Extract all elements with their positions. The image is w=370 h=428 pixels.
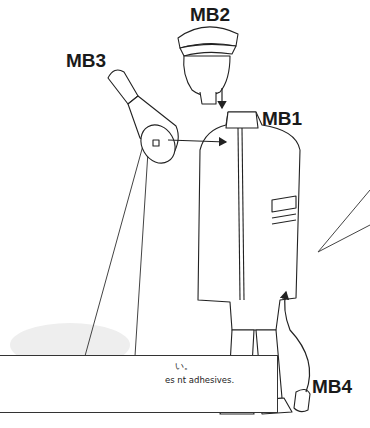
- note-text: い。: [175, 360, 193, 373]
- cuff-stripe: [272, 214, 296, 218]
- assembly-arrow: [285, 292, 310, 392]
- peg: [153, 140, 159, 146]
- note-callout: い。es nt adhesives.: [0, 355, 278, 413]
- face: [184, 56, 230, 96]
- assembly-arrow: [221, 88, 222, 108]
- cuff: [272, 196, 296, 212]
- callout-pointer: [85, 120, 150, 356]
- jacket-seam: [242, 128, 244, 300]
- hand: [294, 389, 310, 411]
- part-number: MB2: [190, 4, 230, 26]
- collar: [226, 112, 258, 128]
- jacket-seam: [238, 128, 240, 300]
- note-text: es nt adhesives.: [165, 374, 275, 387]
- cap-band: [180, 44, 236, 56]
- sleeve-end: [134, 119, 182, 170]
- neck: [200, 92, 216, 104]
- cuff-stripe: [272, 220, 296, 224]
- part-number: MB3: [66, 50, 106, 72]
- part-number: MB4: [312, 376, 352, 398]
- assembly-arrow: [168, 140, 226, 142]
- callout-pointer: [318, 190, 370, 252]
- part-number: MB1: [262, 108, 302, 130]
